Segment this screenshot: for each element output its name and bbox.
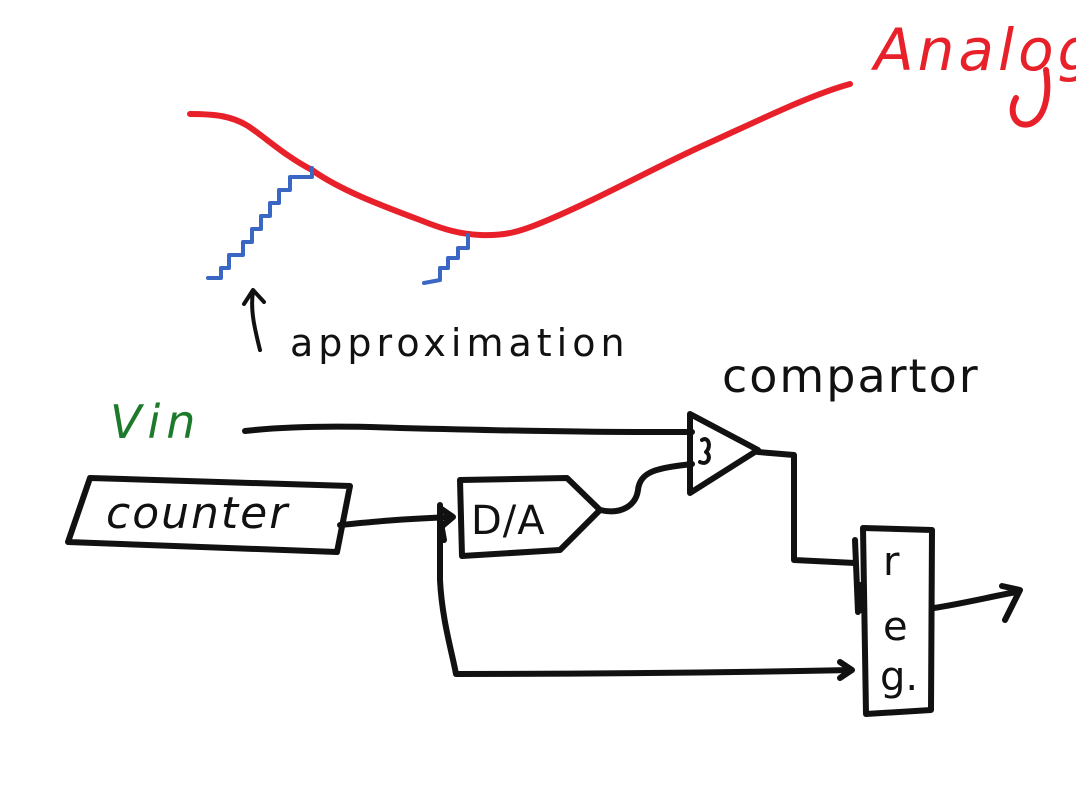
analog-label: Analog <box>870 16 1076 84</box>
vin-label: Vin <box>110 395 201 449</box>
analog-curve <box>187 81 853 239</box>
register-label-r: r <box>883 539 900 585</box>
da-to-comparator-wire <box>597 461 695 515</box>
counter-to-da-wire <box>337 505 456 531</box>
da-converter-box <box>457 475 603 559</box>
comparator-symbol <box>687 411 761 496</box>
comparator-mark <box>698 437 711 465</box>
counter-box <box>65 475 353 555</box>
counter-to-register-wire <box>437 517 855 681</box>
approximation-label: approximation <box>290 321 630 365</box>
vin-wire <box>242 423 695 435</box>
register-left-bar <box>852 537 864 615</box>
analog-label-tail <box>1009 67 1051 128</box>
register-label-g: g. <box>880 654 918 700</box>
register-label-e: e <box>883 604 908 650</box>
da-label: D/A <box>471 498 546 544</box>
approximation-steps-left <box>206 166 314 280</box>
register-box <box>860 525 935 717</box>
comparator-to-register-wire <box>755 449 858 566</box>
approximation-arrow <box>242 288 266 352</box>
approximation-steps-right <box>422 233 470 285</box>
counter-label: counter <box>106 488 290 539</box>
register-output-arrow <box>931 583 1023 623</box>
comparator-label: compartor <box>722 349 980 403</box>
